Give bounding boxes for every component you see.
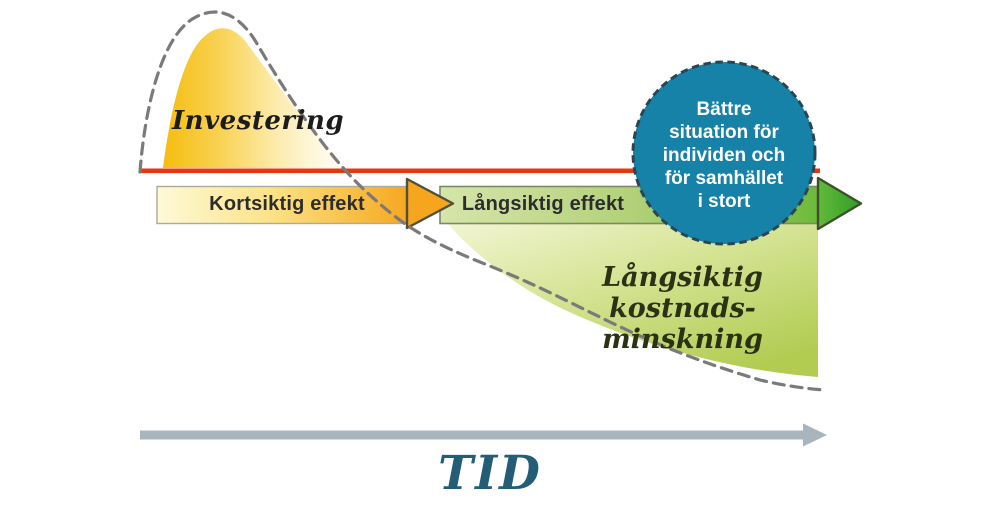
time-axis-arrowhead-icon — [803, 423, 827, 447]
long-term-arrowhead-icon — [816, 176, 863, 231]
outcome-line-4: för samhället — [664, 168, 784, 189]
investment-label: Investering — [172, 106, 345, 136]
long-term-effect-label: Långsiktig effekt — [461, 193, 625, 215]
outcome-line-1: Bättre — [696, 99, 752, 120]
short-term-effect-label: Kortsiktig effekt — [209, 193, 365, 215]
cost-reduction-line-2: minskning — [602, 324, 763, 355]
cost-reduction-label: Långsiktig kostnads- minskning — [550, 262, 815, 355]
time-axis-label: TID — [438, 446, 542, 501]
investment-peak-area — [163, 28, 354, 169]
baseline-line — [140, 168, 820, 174]
time-axis-shaft — [140, 430, 803, 440]
cost-reduction-line-1: Långsiktig kostnads- — [602, 262, 763, 324]
dashed-trend-curve — [138, 10, 826, 392]
outcome-line-5: i stort — [697, 191, 751, 212]
outcome-line-2: situation för — [669, 122, 779, 143]
cost-reduction-area — [448, 224, 818, 377]
outcome-circle-text: Bättre situation för individen och för s… — [634, 98, 814, 213]
short-term-band — [156, 185, 408, 225]
outcome-line-3: individen och — [662, 145, 786, 166]
outcome-circle — [631, 60, 817, 246]
short-term-arrowhead-icon — [405, 177, 455, 230]
